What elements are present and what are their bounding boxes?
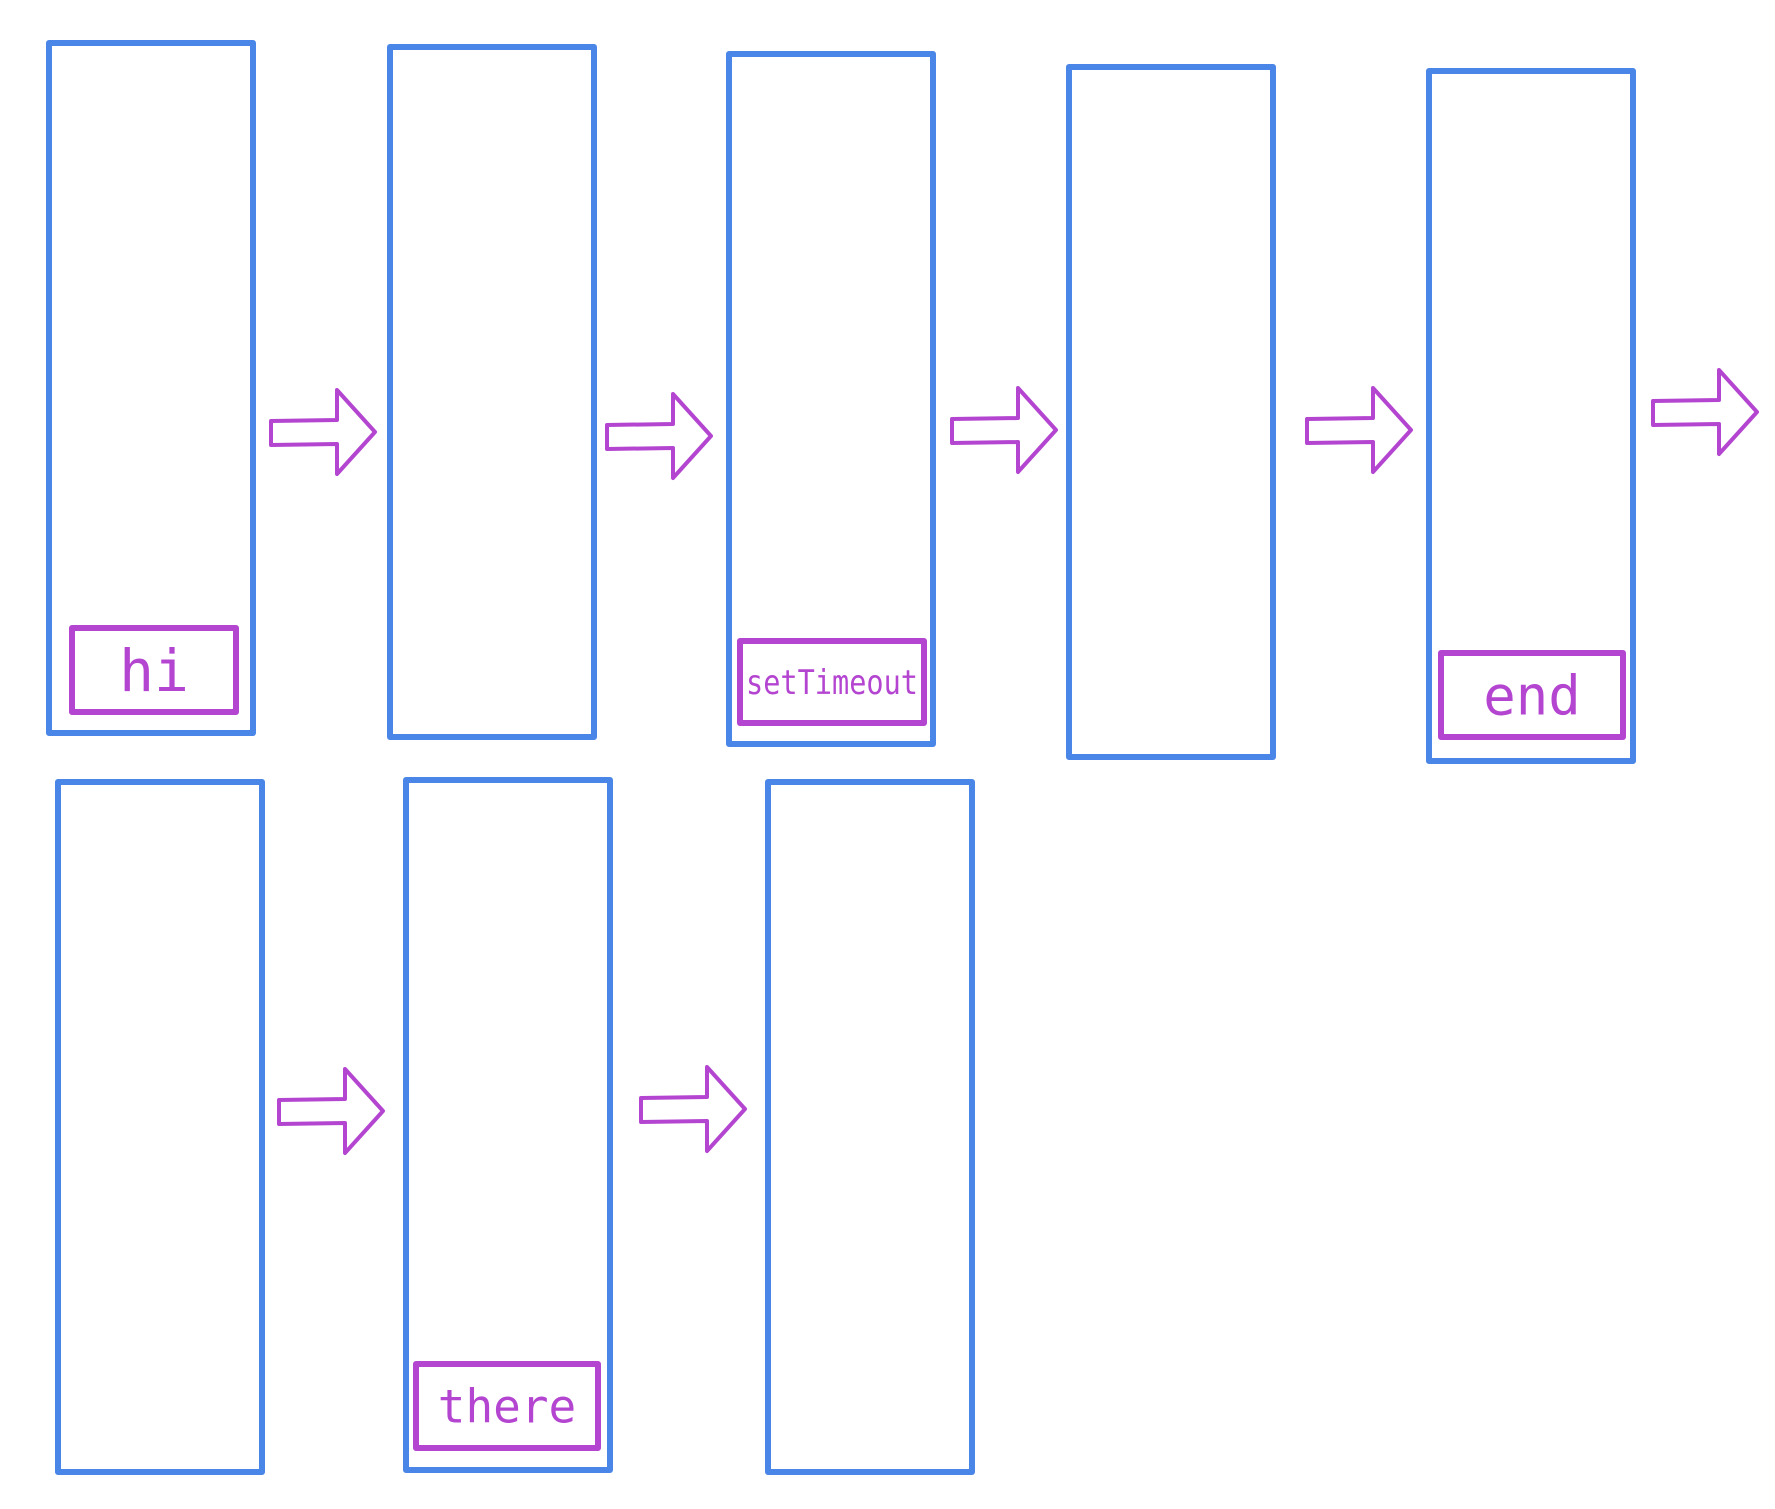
call-stack-box	[765, 779, 975, 1475]
call-stack-box	[387, 44, 597, 740]
stack-frame-label: end	[1483, 664, 1581, 727]
stack-frame-label: setTimeout	[746, 663, 918, 703]
stack-step-3: setTimeout	[726, 51, 936, 747]
call-stack-box	[726, 51, 936, 747]
call-stack-box	[1066, 64, 1276, 760]
right-arrow-icon	[269, 388, 377, 476]
stack-step-4	[1066, 64, 1276, 760]
call-stack-box	[403, 777, 613, 1473]
right-arrow-icon	[277, 1067, 385, 1155]
stack-step-6	[55, 779, 265, 1475]
stack-frame-box	[1438, 650, 1626, 740]
arrows-layer	[269, 368, 1759, 1155]
stack-step-8	[765, 779, 975, 1475]
stack-frame-label: hi	[119, 637, 189, 705]
stack-step-7: there	[403, 777, 613, 1473]
stack-frame-box	[737, 638, 927, 726]
call-stack-box	[1426, 68, 1636, 764]
right-arrow-icon	[639, 1065, 747, 1153]
right-arrow-icon	[950, 386, 1058, 474]
right-arrow-icon	[605, 392, 713, 480]
stack-step-2	[387, 44, 597, 740]
right-arrow-icon	[1651, 368, 1759, 456]
stack-step-1: hi	[46, 40, 256, 736]
stack-frame-box	[69, 625, 239, 715]
stack-frame-label: there	[438, 1380, 576, 1434]
stacks-layer: hi setTimeout end there	[46, 40, 1636, 1475]
call-stack-box	[55, 779, 265, 1475]
right-arrow-icon	[1305, 386, 1413, 474]
call-stack-box	[46, 40, 256, 736]
stack-frame-box	[413, 1361, 601, 1451]
stack-step-5: end	[1426, 68, 1636, 764]
